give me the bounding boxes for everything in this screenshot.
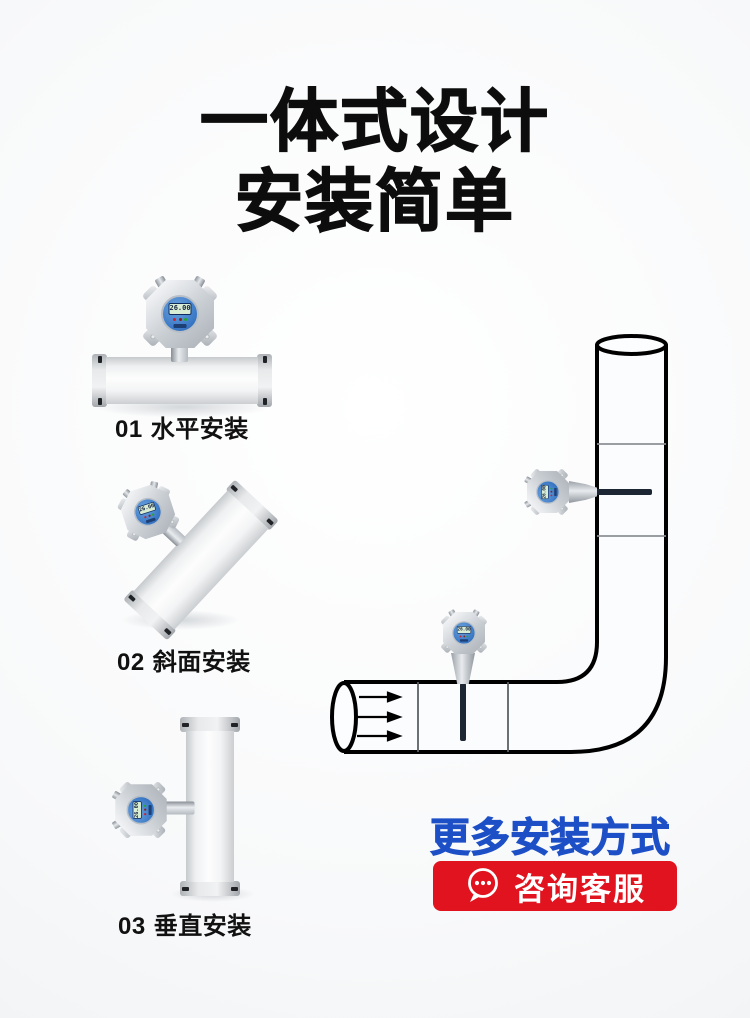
sensor-head: 26.00 bbox=[524, 467, 571, 517]
page-title: 一体式设计 安装简单 bbox=[0, 82, 750, 242]
cylinder-body bbox=[106, 357, 258, 404]
device-name: 垂直安装 bbox=[153, 913, 252, 940]
cylinder-cap-top bbox=[180, 717, 240, 732]
cylinder-cap-left bbox=[92, 354, 107, 407]
more-methods-text: 更多安装方式 bbox=[430, 816, 671, 861]
page-title-line1: 一体式设计 bbox=[199, 83, 550, 160]
pipe-fill bbox=[344, 345, 666, 752]
cylinder-cap-bottom bbox=[180, 881, 240, 896]
sensor-probe bbox=[593, 489, 652, 495]
sensor-head: 26.00 bbox=[140, 275, 220, 351]
device-name: 斜面安装 bbox=[152, 649, 251, 676]
device-name: 水平安装 bbox=[150, 416, 249, 443]
cylinder-body bbox=[186, 731, 234, 882]
sensor-neck bbox=[569, 481, 597, 503]
pipe-inner-edge bbox=[344, 345, 599, 684]
pipe-top-opening bbox=[595, 334, 668, 356]
device-label-03: 03 垂直安装 bbox=[118, 906, 252, 941]
device-number: 02 bbox=[117, 649, 145, 676]
contact-support-label: 咨询客服 bbox=[514, 871, 646, 907]
cylinder-cap-right bbox=[257, 354, 272, 407]
sensor-head: 26.00 bbox=[439, 609, 489, 656]
sensor-head: 26.00 bbox=[111, 780, 169, 841]
sensor-lcd: 26.00 bbox=[168, 303, 192, 315]
sensor-buttons bbox=[173, 324, 187, 328]
chat-bubble-icon bbox=[468, 868, 498, 902]
device-label-02: 02 斜面安装 bbox=[117, 642, 251, 677]
pipe-diagram bbox=[330, 334, 668, 754]
sensor-probe bbox=[460, 683, 466, 741]
contact-support-button[interactable]: 咨询客服 bbox=[433, 861, 677, 911]
device-number: 01 bbox=[115, 416, 143, 443]
device-label-01: 01 水平安装 bbox=[115, 409, 249, 444]
sensor-leds bbox=[173, 318, 187, 321]
device-number: 03 bbox=[118, 913, 146, 940]
pipe-outer-edge bbox=[344, 345, 668, 754]
flow-arrows bbox=[357, 691, 403, 742]
page-title-line2: 安装简单 bbox=[234, 163, 515, 240]
pipe-left-opening bbox=[330, 681, 358, 753]
sensor-face: 26.00 bbox=[161, 295, 199, 333]
